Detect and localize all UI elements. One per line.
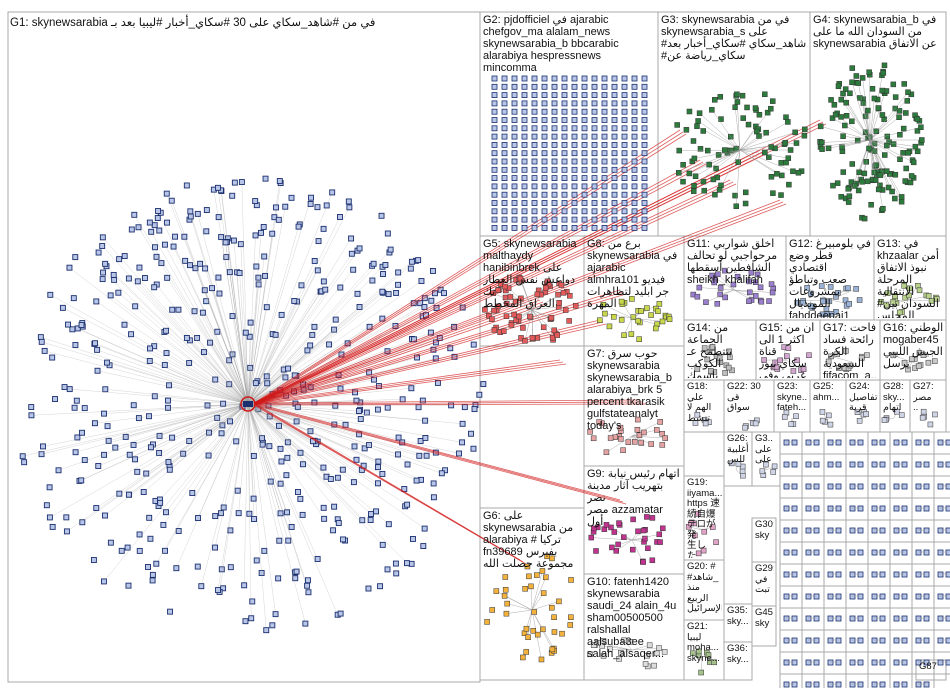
- group-label-g19: G19: iiyama... https 速 続自爆 テロが発 生した...: [687, 478, 722, 558]
- group-label-g26: G26: أغلبية للس: [727, 434, 750, 466]
- group-label-g5: G5: skynewsarabia malthaydy hanibinbrek …: [483, 238, 582, 310]
- group-label-g6: G6: على skynewsarabia من alarabiya # ترك…: [483, 510, 582, 570]
- group-label-g3: G3: skynewsarabia في من skynewsarabia_s …: [661, 14, 808, 62]
- group-label-g28: G28: sky... اتهام: [883, 382, 908, 414]
- group-label-g16: G16: الوطني mogaber45 الجيش الليبي يرسل: [883, 322, 944, 370]
- group-label-g23: G23: skyne... fateh...: [777, 382, 808, 414]
- group-label-g29: G29: في تبت: [755, 564, 774, 596]
- group-label-g87: G87: [919, 662, 944, 673]
- group-label-g9: G9: اتهام رئيس نيابة بتهريب آثار مدينة ن…: [587, 468, 682, 528]
- group-label-g12: G12: في بلومبيرغ قطر وضع اقتصادي صعب وتب…: [789, 238, 872, 318]
- group-label-g4: G4: skynewsarabia_b في من السودان الله م…: [813, 14, 944, 50]
- group-label-g22: G22: 30 قى سواق: [727, 382, 772, 414]
- group-label-g24: G24: تفاصيل قرية: [849, 382, 878, 414]
- group-label-g18: G18: علي الهم لا تنشط: [687, 382, 722, 424]
- group-label-g36: G36: sky...: [727, 644, 750, 665]
- group-label-g21: G21: ليبيا moha... skyne...: [687, 622, 722, 664]
- group-label-g7: G7: حوب سرق skynewsarabia skynewsarabia_…: [587, 348, 682, 432]
- group-label-g35: G35: sky...: [727, 606, 750, 627]
- group-label-g2: G2: pjdofficiel في ajarabic chefgov_ma a…: [483, 14, 656, 74]
- group-label-g3x: G3.. على على: [755, 434, 778, 466]
- group-label-g10: G10: fatenh1420 skynewsarabia saudi_24 a…: [587, 576, 682, 660]
- group-label-g8: G8: برع من skynewsarabia في ajarabic alm…: [587, 238, 682, 310]
- group-label-g30: G30: sky: [755, 520, 774, 541]
- group-label-g17: G17: فاحت رائحة فساد الكرة السعودية fifa…: [823, 322, 878, 378]
- group-label-g20: G20: # #شاهد_ منذ الربيع الإسرائيل: [687, 562, 722, 615]
- group-label-g14: G14: من الجماعة بتتطمح عـ الكوكب باسمك m…: [687, 322, 754, 378]
- group-label-g15: G15: أن من اكثر 1 الى قناة سكاي نيوز عرب…: [759, 322, 818, 378]
- group-g1-title: G1: skynewsarabia في من #شاهد_سكاي على 3…: [10, 15, 375, 29]
- group-label-g11: G11: أخلق شواربي مرحواجبي لو تحالف الشاف…: [687, 238, 784, 286]
- group-label-g45: G45 sky: [755, 608, 774, 629]
- group-label-g27: G27: مصر ..: [913, 382, 944, 414]
- group-label-g13: G13: في khzaalar أمن نبوذ الاتفاق المرحل…: [877, 238, 944, 318]
- group-label-g25: G25: ahm...: [813, 382, 844, 403]
